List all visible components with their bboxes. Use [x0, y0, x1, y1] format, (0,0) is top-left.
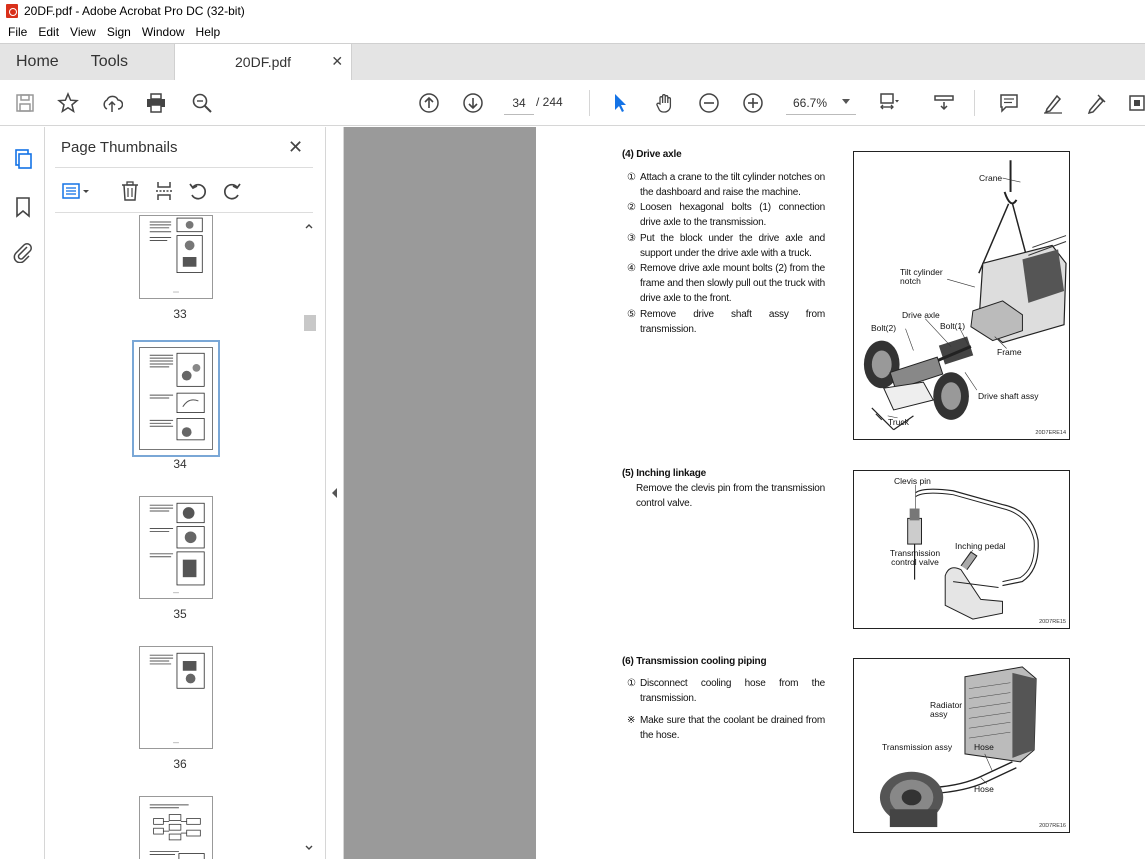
- figure-label: Crane: [979, 173, 1003, 183]
- thumbnail-label: 36: [173, 757, 187, 771]
- thumbnail-label: 34: [173, 457, 187, 471]
- tab-document-label: 20DF.pdf: [235, 54, 292, 70]
- figure-transmission-cooling: Radiator assy Transmission assy Hose Hos…: [853, 658, 1070, 833]
- page-thumbnails-icon[interactable]: [11, 147, 35, 171]
- figure-label: Transmission assy: [882, 742, 953, 752]
- rotate-left-icon[interactable]: [185, 178, 211, 204]
- thumbnail-page-37[interactable]: [139, 796, 213, 859]
- section-title-inching-linkage: (5) Inching linkage: [622, 468, 706, 479]
- thumbnail-label: 33: [173, 307, 187, 321]
- step-item: Remove the clevis pin from the transmiss…: [636, 483, 825, 509]
- window-title: 20DF.pdf - Adobe Acrobat Pro DC (32-bit): [24, 4, 245, 18]
- figure-label: Truck: [888, 417, 909, 427]
- thumbnail-label: 35: [173, 607, 187, 621]
- section-title-transmission-cooling: (6) Transmission cooling piping: [622, 656, 767, 667]
- figure-label: Radiator assy: [930, 700, 963, 719]
- zoom-level-value: 66.7%: [793, 95, 828, 110]
- thumbnail-page-34[interactable]: [132, 340, 220, 457]
- scroll-mode-icon[interactable]: [931, 90, 957, 116]
- tab-home[interactable]: Home: [16, 53, 59, 70]
- figure-label: Hose: [974, 784, 994, 794]
- page-fit-icon[interactable]: [876, 90, 902, 116]
- figure-label: Bolt(1): [940, 321, 966, 331]
- figure-label: Inching pedal: [955, 541, 1006, 551]
- thumbnail-page-36[interactable]: [139, 646, 213, 749]
- rotate-right-icon[interactable]: [219, 178, 245, 204]
- hand-tool-icon[interactable]: [652, 90, 678, 116]
- previous-page-icon[interactable]: [416, 90, 442, 116]
- menu-view[interactable]: View: [70, 25, 96, 39]
- close-tab-icon[interactable]: ✕: [331, 53, 344, 69]
- zoom-in-icon[interactable]: [740, 90, 766, 116]
- figure-label: Bolt(2): [871, 323, 897, 333]
- left-navigation-rail: [0, 127, 45, 859]
- search-zoom-icon[interactable]: [189, 90, 215, 116]
- figure-label: Frame: [997, 347, 1022, 357]
- bookmark-icon[interactable]: [11, 195, 35, 219]
- extract-page-icon[interactable]: [151, 178, 177, 204]
- figure-code: 20D7RE16: [1039, 823, 1066, 829]
- delete-page-icon[interactable]: [117, 178, 143, 204]
- more-tools-icon[interactable]: [1124, 90, 1145, 116]
- figure-label: Transmission control valve: [889, 548, 941, 567]
- panel-splitter[interactable]: [326, 127, 344, 859]
- thumbnail-scrollbar[interactable]: [302, 215, 316, 859]
- figure-drive-axle: Crane Tilt cylinder notch Drive axle Bol…: [853, 151, 1070, 440]
- menu-bar: File Edit View Sign Window Help: [0, 22, 1145, 42]
- toolbar-divider: [974, 90, 975, 116]
- next-page-icon[interactable]: [460, 90, 486, 116]
- attachment-icon[interactable]: [11, 240, 35, 264]
- figure-label: Tilt cylinder notch: [900, 267, 943, 286]
- select-pointer-icon[interactable]: [607, 90, 633, 116]
- print-icon[interactable]: [143, 90, 169, 116]
- menu-sign[interactable]: Sign: [106, 25, 131, 39]
- comment-icon[interactable]: [996, 90, 1022, 116]
- menu-edit[interactable]: Edit: [38, 25, 60, 39]
- figure-code: 20D7RE15: [1039, 619, 1066, 625]
- star-icon[interactable]: [55, 90, 81, 116]
- thumbnail-page-35[interactable]: [139, 496, 213, 599]
- figure-label: Clevis pin: [894, 476, 931, 486]
- tab-bar: Home Tools 20DF.pdf ✕: [0, 43, 1145, 80]
- figure-code: 20D7ERE14: [1035, 430, 1066, 436]
- figure-label: Hose: [974, 742, 994, 752]
- menu-help[interactable]: Help: [195, 25, 221, 39]
- tab-tools[interactable]: Tools: [90, 53, 129, 70]
- thumbnail-list: 33 34 35 36: [45, 215, 315, 859]
- figure-label: Drive axle: [902, 310, 940, 320]
- title-bar: 20DF.pdf - Adobe Acrobat Pro DC (32-bit): [0, 0, 1145, 22]
- menu-window[interactable]: Window: [141, 25, 185, 39]
- highlight-pen-icon[interactable]: [1040, 90, 1066, 116]
- figure-label: Drive shaft assy: [978, 391, 1039, 401]
- step-item: ※Make sure that the coolant be drained f…: [627, 715, 825, 741]
- tab-document[interactable]: 20DF.pdf ✕: [174, 44, 353, 80]
- save-icon[interactable]: [12, 90, 38, 116]
- figure-inching-linkage: Clevis pin Transmission control valve In…: [853, 470, 1070, 629]
- sign-pen-icon[interactable]: [1084, 90, 1110, 116]
- upload-cloud-icon[interactable]: [99, 90, 125, 116]
- chevron-down-icon: [842, 99, 850, 104]
- page-total: / 244: [536, 95, 563, 109]
- thumbnail-page-33[interactable]: [139, 215, 213, 299]
- section-title-drive-axle: (4) Drive axle: [622, 149, 682, 160]
- thumbnail-tools: [55, 167, 313, 213]
- zoom-out-icon[interactable]: [696, 90, 722, 116]
- toolbar-divider: [589, 90, 590, 116]
- page-number-input[interactable]: [504, 91, 534, 115]
- close-panel-icon[interactable]: ✕: [288, 137, 304, 157]
- zoom-level-select[interactable]: 66.7%: [786, 91, 856, 115]
- menu-file[interactable]: File: [8, 25, 28, 39]
- toolbar: / 244 66.7%: [0, 80, 1145, 126]
- thumbnail-options-icon[interactable]: [59, 178, 93, 204]
- panel-title: Page Thumbnails: [61, 139, 178, 156]
- acrobat-icon: [6, 4, 18, 18]
